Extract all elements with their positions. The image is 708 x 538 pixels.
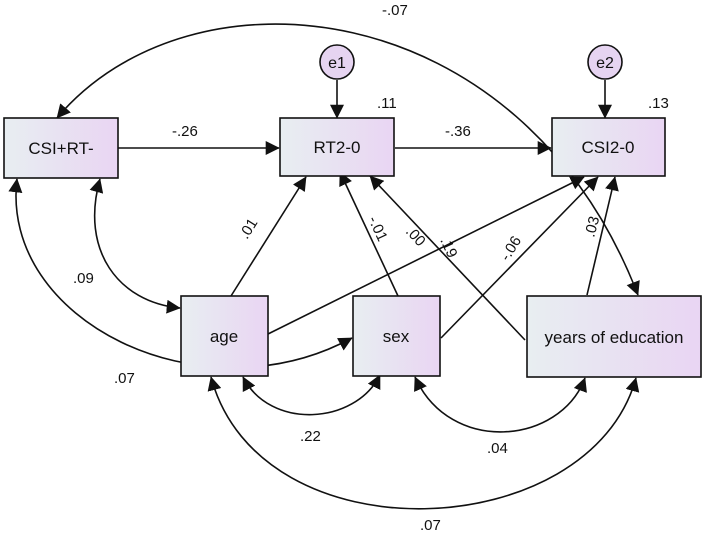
coef-corr-age-edu: .07 <box>420 517 441 534</box>
node-edu-label: years of education <box>545 328 684 347</box>
error-e1-label: e1 <box>328 55 346 72</box>
node-csi-rt-label: CSI+RT- <box>28 139 93 158</box>
path-csi-rt-to-edu <box>56 23 640 296</box>
coef-csi-rt-to-edu: -.07 <box>382 2 408 19</box>
error-e2: e2 <box>587 44 623 80</box>
node-csi2-label: CSI2-0 <box>582 138 635 157</box>
coef-csi-rt-to-rt2: -.26 <box>172 123 198 140</box>
coef-sex-to-rt2: -.01 <box>364 214 390 245</box>
node-csi2: CSI2-0 <box>551 117 666 177</box>
error-e2-label: e2 <box>596 55 614 72</box>
coef-rt2-to-csi2: -.36 <box>445 123 471 140</box>
coef-edu-to-rt2: .00 <box>402 223 429 250</box>
node-sex: sex <box>352 295 441 377</box>
r2-csi2: .13 <box>648 95 669 112</box>
coef-corr-sex-edu: .04 <box>487 440 508 457</box>
node-rt2-label: RT2-0 <box>314 138 361 157</box>
corr-csi-rt-age <box>89 178 181 314</box>
node-sex-label: sex <box>383 327 410 346</box>
coef-age-to-csi2: .19 <box>436 235 460 261</box>
corr-age-edu <box>207 376 640 510</box>
corr-sex-edu <box>414 376 587 433</box>
coef-sex-to-csi2: -.06 <box>497 233 525 264</box>
node-csi-rt: CSI+RT- <box>3 117 119 179</box>
node-age: age <box>180 295 269 377</box>
coef-corr-age-sex: .22 <box>300 428 321 445</box>
r2-rt2: .11 <box>377 95 397 112</box>
coef-age-to-rt2: .01 <box>236 215 261 242</box>
corr-age-sex <box>242 374 381 416</box>
coef-corr-csi-rt-age: .09 <box>73 270 94 287</box>
error-e1: e1 <box>319 44 355 80</box>
node-rt2: RT2-0 <box>279 117 395 177</box>
corr-csi-rt-sex <box>8 178 353 369</box>
coef-corr-csi-rt-sex: .07 <box>114 370 135 387</box>
node-edu: years of education <box>526 295 702 378</box>
node-age-label: age <box>210 327 238 346</box>
coef-edu-to-csi2: .03 <box>581 214 603 239</box>
